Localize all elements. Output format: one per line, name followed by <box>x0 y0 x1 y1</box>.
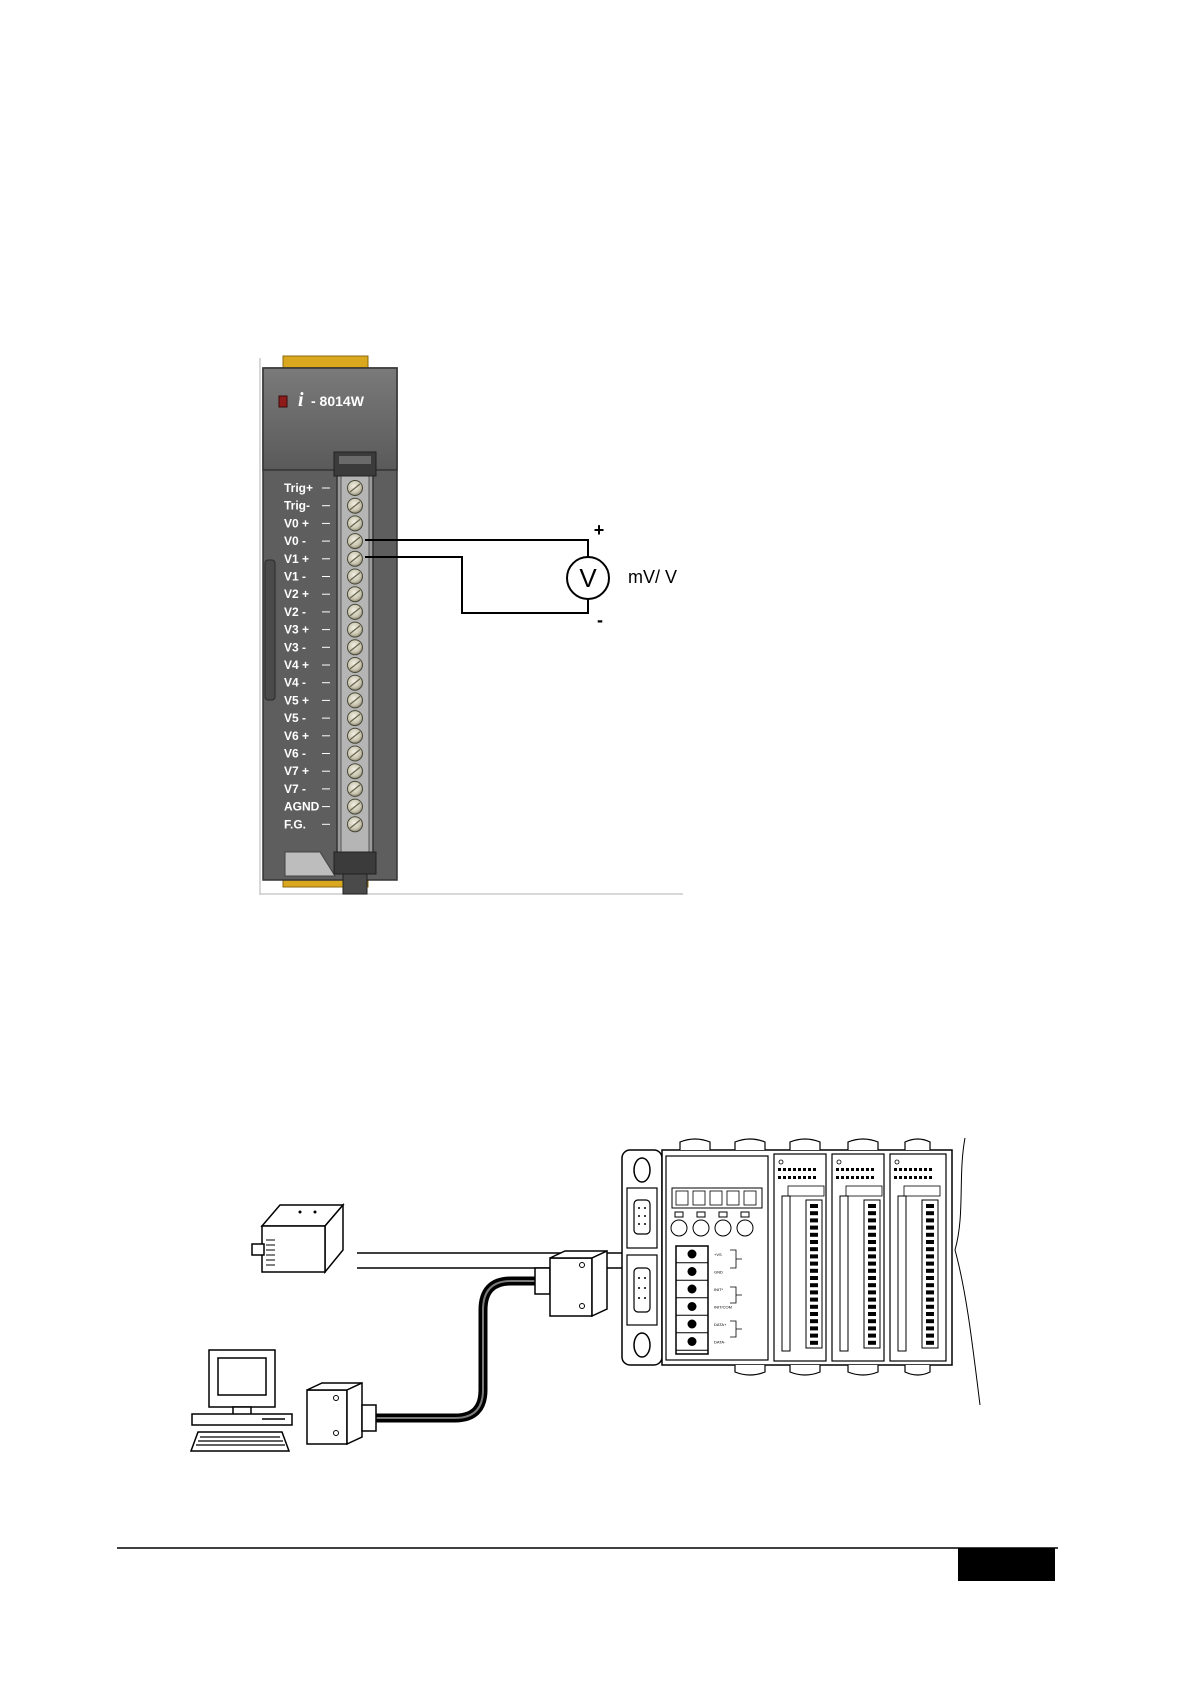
power-terminal-label: GND <box>714 1270 723 1275</box>
terminal-label: V1 - <box>284 570 306 584</box>
module-model: - 8014W <box>311 393 365 409</box>
module-brand: i <box>298 389 304 411</box>
power-terminal-label: INIT* <box>714 1287 724 1292</box>
terminal-label: V0 - <box>284 534 306 548</box>
page-number-tab <box>958 1548 1055 1581</box>
terminal-label: V5 - <box>284 711 306 725</box>
terminal-label: Trig+ <box>284 481 313 495</box>
positive-wire <box>365 540 588 565</box>
power-terminal-label: INIT/COM <box>714 1305 732 1310</box>
terminal-label: F.G. <box>284 817 306 831</box>
terminal-label: V7 + <box>284 764 309 778</box>
rs232-cable <box>307 1251 607 1444</box>
terminal-label: V4 + <box>284 658 309 672</box>
terminal-label: V4 - <box>284 676 306 690</box>
power-terminal-screw <box>688 1302 697 1311</box>
module-head <box>263 368 397 470</box>
terminal-label: V2 + <box>284 587 309 601</box>
terminal-label: V3 - <box>284 640 306 654</box>
negative-wire <box>365 557 588 613</box>
meter-unit-label: mV/ V <box>628 567 677 587</box>
terminal-label: Trig- <box>284 499 310 513</box>
status-led <box>279 396 287 407</box>
power-terminal-screw <box>688 1250 697 1259</box>
terminal-label: V5 + <box>284 693 309 707</box>
power-terminal-label: DATA- <box>714 1340 726 1345</box>
plus-label: + <box>594 520 605 540</box>
terminal-label: V3 + <box>284 623 309 637</box>
system-connection-figure: +VS GND INIT* INIT/COM DATA+ DATA- <box>191 1138 980 1451</box>
controller-chassis: +VS GND INIT* INIT/COM DATA+ DATA- <box>622 1138 980 1405</box>
power-supply <box>252 1205 343 1272</box>
power-terminal-label: +VS <box>714 1252 722 1257</box>
terminal-label: V6 - <box>284 747 306 761</box>
terminal-label: V1 + <box>284 552 309 566</box>
module-wiring-figure: Trig+ Trig- V0 + V0 - V1 + V1 - V2 + V2 - V3 + V3… <box>260 356 683 895</box>
terminal-label: V2 - <box>284 605 306 619</box>
terminal-label: V7 - <box>284 782 306 796</box>
pc-computer <box>191 1350 292 1451</box>
power-terminal-screw <box>688 1285 697 1294</box>
terminal-label: V0 + <box>284 516 309 530</box>
minus-label: - <box>597 610 603 630</box>
power-terminal-screw <box>688 1267 697 1276</box>
power-terminal-label: DATA+ <box>714 1322 727 1327</box>
voltmeter-letter: V <box>579 563 597 593</box>
terminal-label: AGND <box>284 800 320 814</box>
power-terminal-screw <box>688 1320 697 1329</box>
terminal-label: V6 + <box>284 729 309 743</box>
power-terminal-screw <box>688 1337 697 1346</box>
